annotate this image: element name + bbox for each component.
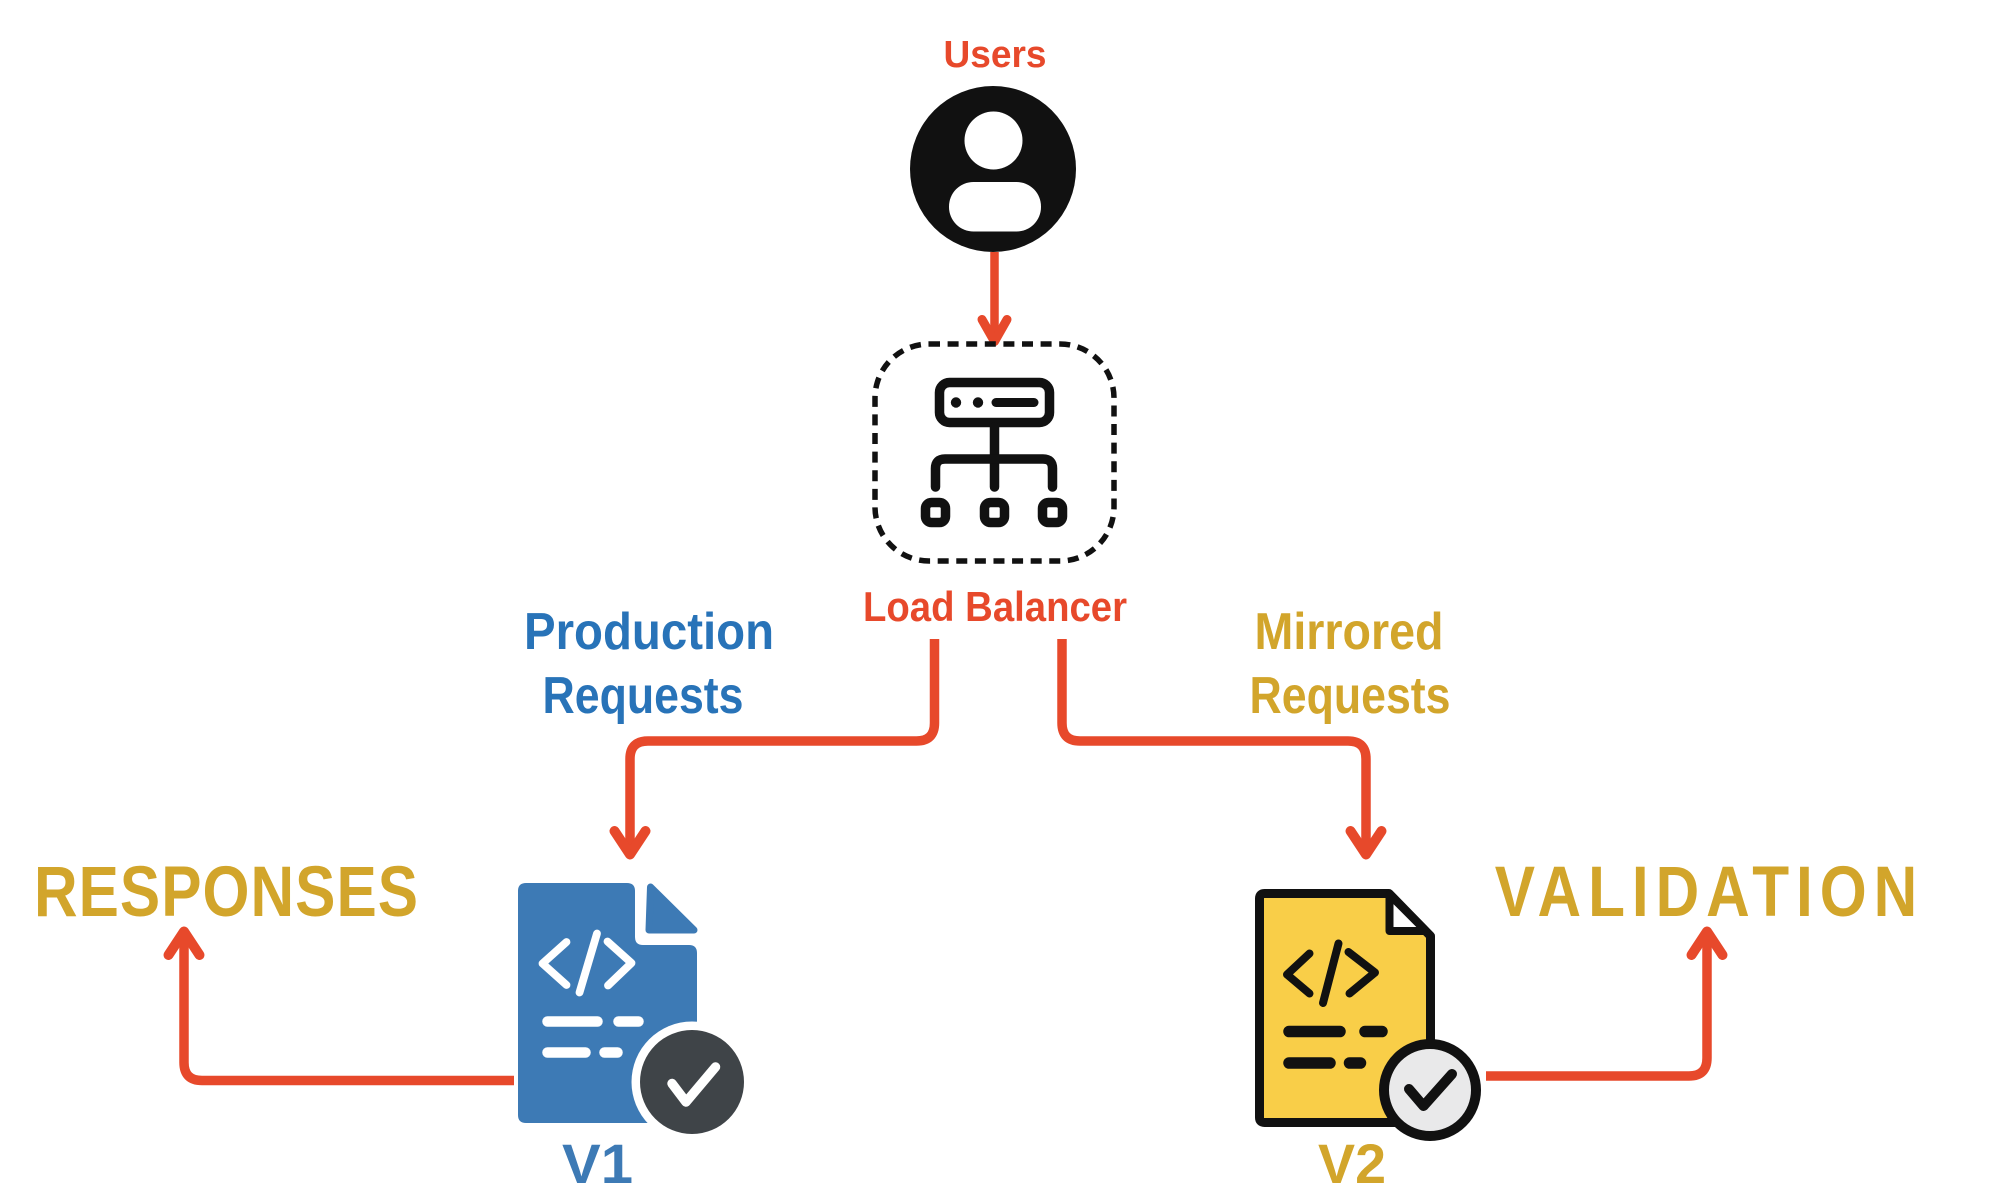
svg-text:VALIDATION: VALIDATION: [1495, 851, 1917, 931]
svg-text:Requests: Requests: [543, 667, 744, 725]
svg-text:Load Balancer: Load Balancer: [863, 583, 1127, 630]
svg-text:V1: V1: [562, 1132, 633, 1195]
svg-text:Mirrored: Mirrored: [1255, 603, 1444, 661]
svg-text:Users: Users: [944, 34, 1047, 76]
svg-text:RESPONSES: RESPONSES: [34, 851, 418, 931]
svg-text:V2: V2: [1318, 1132, 1386, 1195]
svg-text:Requests: Requests: [1250, 667, 1451, 725]
svg-text:Production: Production: [524, 603, 774, 661]
